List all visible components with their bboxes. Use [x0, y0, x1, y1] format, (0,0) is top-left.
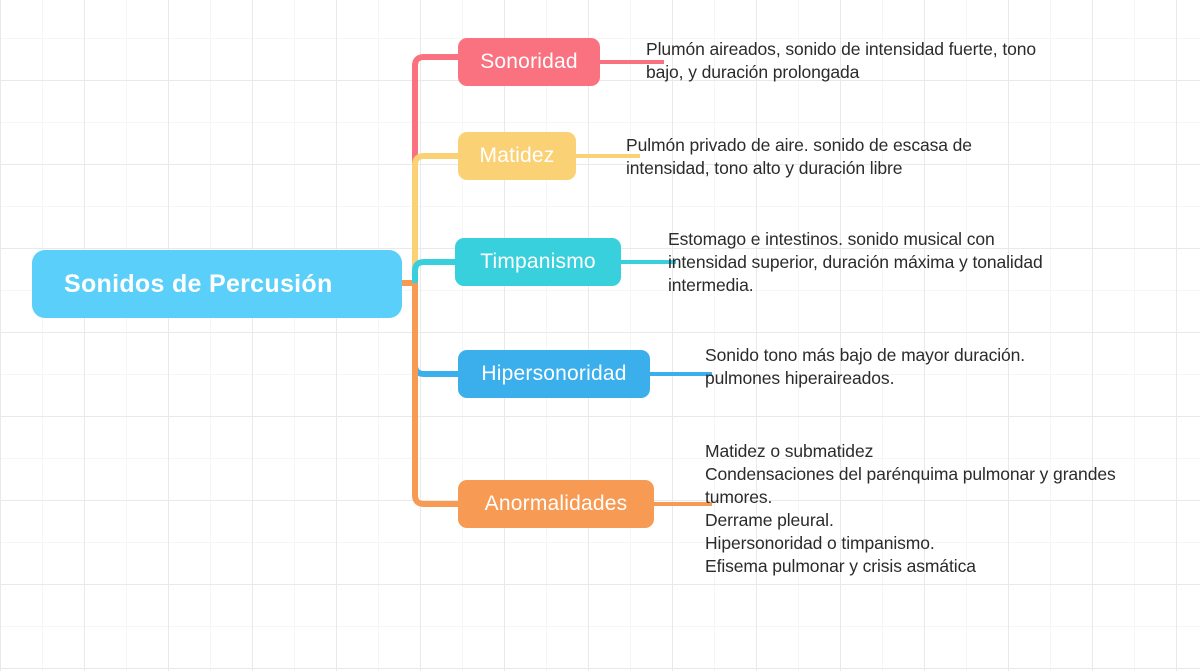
connector-sonoridad: [412, 54, 458, 283]
branch-description-timpanismo: Estomago e intestinos. sonido musical co…: [668, 229, 1043, 295]
branch-node-timpanismo[interactable]: Timpanismo: [455, 238, 621, 286]
branch-node-anormalidades[interactable]: Anormalidades: [458, 480, 654, 528]
branch-label-anormalidades: Anormalidades: [484, 492, 628, 515]
branch-label-sonoridad: Sonoridad: [480, 50, 578, 73]
branch-description-hipersonoridad: Sonido tono más bajo de mayor duración. …: [705, 345, 1026, 388]
branch-label-hipersonoridad: Hipersonoridad: [481, 362, 627, 385]
connector-matidez: [412, 153, 458, 283]
connector-hipersonoridad: [412, 283, 458, 377]
branch-label-matidez: Matidez: [479, 144, 555, 167]
branch-node-hipersonoridad[interactable]: Hipersonoridad: [458, 350, 650, 398]
connector-anormalidades: [412, 283, 458, 507]
root-node-label: Sonidos de Percusión: [64, 269, 333, 298]
branch-label-timpanismo: Timpanismo: [480, 250, 596, 273]
branch-description-matidez: Pulmón privado de aire. sonido de escasa…: [626, 135, 972, 178]
branch-node-matidez[interactable]: Matidez: [458, 132, 576, 180]
root-node[interactable]: Sonidos de Percusión: [32, 250, 402, 318]
branch-node-sonoridad[interactable]: Sonoridad: [458, 38, 600, 86]
branch-description-sonoridad: Plumón aireados, sonido de intensidad fu…: [646, 39, 1036, 82]
connector-timpanismo: [412, 259, 455, 283]
branch-description-anormalidades: Matidez o submatidez Condensaciones del …: [705, 441, 1116, 576]
